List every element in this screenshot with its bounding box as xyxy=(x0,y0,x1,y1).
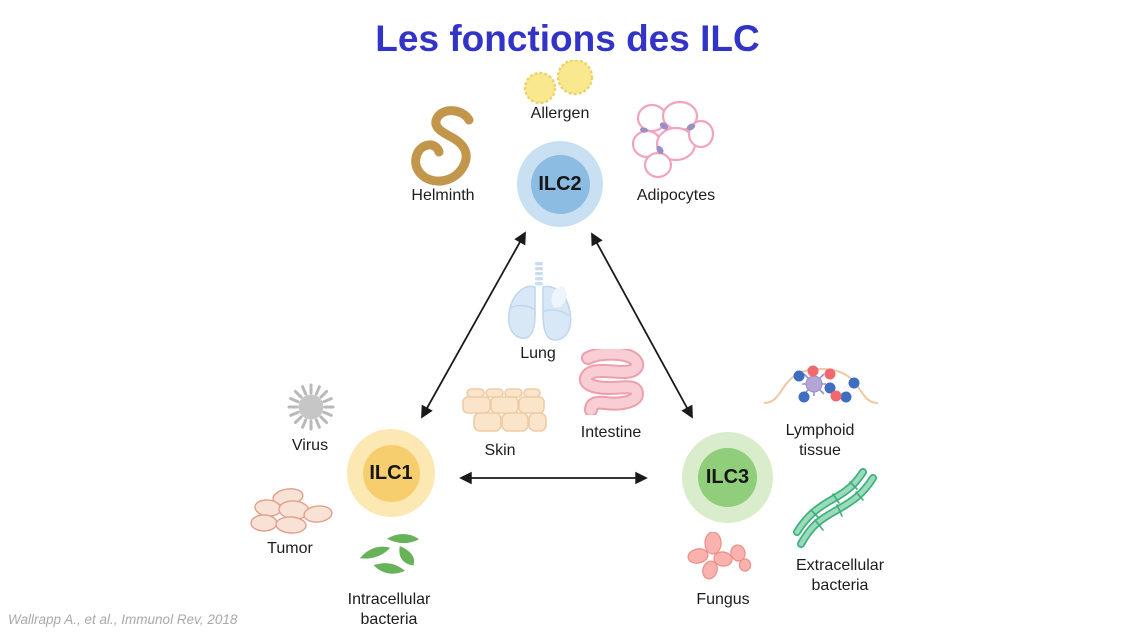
virus-icon xyxy=(287,383,335,431)
node-ilc3-label: ILC3 xyxy=(698,448,757,507)
label-intestine: Intestine xyxy=(580,424,642,441)
node-ilc2: ILC2 xyxy=(517,141,603,227)
label-fungus: Fungus xyxy=(696,591,750,608)
citation: Wallrapp A., et al., Immunol Rev, 2018 xyxy=(8,612,238,627)
label-allergen: Allergen xyxy=(530,105,590,122)
label-virus: Virus xyxy=(291,437,329,454)
lymphoid-tissue-icon xyxy=(763,365,879,404)
node-ilc3: ILC3 xyxy=(682,432,773,523)
label-adipocytes: Adipocytes xyxy=(636,187,716,204)
label-helminth: Helminth xyxy=(411,187,475,204)
label-lymphoid-tissue: Lymphoid tissue xyxy=(785,422,855,459)
node-ilc1: ILC1 xyxy=(347,429,435,517)
skin-epithelium-icon xyxy=(462,388,547,432)
label-tumor: Tumor xyxy=(267,540,313,557)
label-skin: Skin xyxy=(484,442,516,459)
fungus-yeast-icon xyxy=(687,532,752,580)
extracellular-bacteria-icon xyxy=(793,468,877,548)
helminth-worm-icon xyxy=(411,106,474,186)
intestine-icon xyxy=(578,349,645,415)
node-ilc2-label: ILC2 xyxy=(530,154,590,214)
adipocytes-cells-icon xyxy=(631,100,715,179)
lung-icon xyxy=(507,262,572,341)
label-extracellular-bacteria: Extracellular bacteria xyxy=(795,557,885,594)
allergen-pollen-icon xyxy=(523,60,594,105)
label-intracellular-bacteria: Intracellular bacteria xyxy=(347,591,431,628)
intracellular-bacteria-icon xyxy=(359,534,420,574)
node-ilc1-label: ILC1 xyxy=(362,444,420,502)
label-lung: Lung xyxy=(520,345,556,362)
tumor-cells-icon xyxy=(250,488,333,534)
page-title: Les fonctions des ILC xyxy=(375,18,760,59)
